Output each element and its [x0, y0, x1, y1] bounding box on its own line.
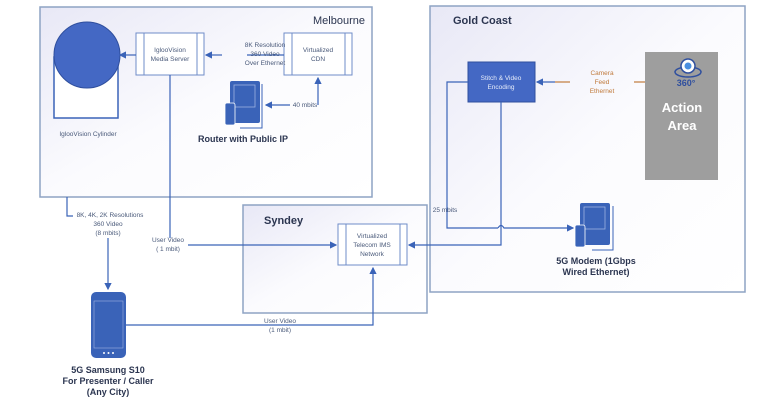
svg-text:Stitch & Video: Stitch & Video	[481, 75, 522, 82]
svg-text:360°: 360°	[677, 78, 696, 88]
svg-text:Wired Ethernet): Wired Ethernet)	[563, 267, 630, 277]
svg-text:Media Server: Media Server	[151, 56, 190, 63]
svg-text:IglooVision: IglooVision	[154, 47, 186, 54]
svg-text:(8 mbits): (8 mbits)	[95, 230, 120, 237]
svg-text:Encoding: Encoding	[487, 84, 514, 91]
stitch-encoding-node: Stitch & Video Encoding	[467, 61, 536, 103]
svg-text:Ethernet: Ethernet	[590, 88, 615, 95]
svg-text:Virtualized: Virtualized	[303, 47, 334, 54]
stitch-to-ims-link	[407, 102, 502, 249]
svg-text:360 Video: 360 Video	[93, 221, 123, 228]
360-camera-icon: 360°	[674, 58, 702, 88]
region-title: Melbourne	[313, 15, 365, 27]
server-to-phone-link	[66, 197, 73, 217]
svg-text:Area: Area	[668, 118, 698, 133]
ims-node: Virtualized Telecom IMS Network	[337, 223, 408, 266]
svg-text:User Video: User Video	[152, 237, 184, 244]
svg-text:(Any City): (Any City)	[87, 387, 130, 397]
svg-text:Camera: Camera	[590, 70, 614, 77]
svg-text:Over Ethernet: Over Ethernet	[245, 60, 286, 67]
action-area: 360° Action Area	[645, 52, 718, 180]
router-icon: Router with Public IP	[198, 81, 288, 144]
cdn-node: Virtualized CDN	[283, 32, 353, 76]
phone-icon: 5G Samsung S10 For Presenter / Caller (A…	[62, 292, 154, 397]
svg-text:( 1 mbit): ( 1 mbit)	[156, 246, 180, 253]
svg-text:User Video: User Video	[264, 318, 296, 325]
svg-text:Action: Action	[662, 100, 703, 115]
svg-text:8K, 4K, 2K Resolutions: 8K, 4K, 2K Resolutions	[77, 212, 145, 219]
svg-text:Router with Public IP: Router with Public IP	[198, 134, 288, 144]
svg-text:Virtualized: Virtualized	[357, 233, 388, 240]
svg-text:(1 mbit): (1 mbit)	[269, 327, 291, 334]
svg-text:For Presenter / Caller: For Presenter / Caller	[62, 376, 154, 386]
svg-text:IglooVision Cylinder: IglooVision Cylinder	[59, 131, 117, 138]
svg-text:CDN: CDN	[311, 56, 325, 63]
svg-text:Network: Network	[360, 251, 385, 258]
svg-text:25 mbits: 25 mbits	[433, 207, 458, 214]
svg-text:Telecom IMS: Telecom IMS	[353, 242, 391, 249]
svg-text:5G Samsung S10: 5G Samsung S10	[71, 365, 145, 375]
region-title: Syndey	[264, 215, 304, 227]
modem-icon: 5G Modem (1Gbps Wired Ethernet)	[556, 203, 636, 277]
svg-text:5G Modem (1Gbps: 5G Modem (1Gbps	[556, 256, 636, 266]
svg-text:8K Resolution: 8K Resolution	[245, 42, 286, 49]
phone-to-ims-link	[126, 266, 377, 326]
svg-text:360 Video: 360 Video	[250, 51, 280, 58]
svg-text:40 mbits: 40 mbits	[293, 102, 318, 109]
stitch-to-modem-link	[446, 81, 498, 229]
media-server-node: IglooVision Media Server	[135, 32, 205, 76]
region-title: Gold Coast	[453, 15, 512, 27]
svg-text:Feed: Feed	[595, 79, 610, 86]
